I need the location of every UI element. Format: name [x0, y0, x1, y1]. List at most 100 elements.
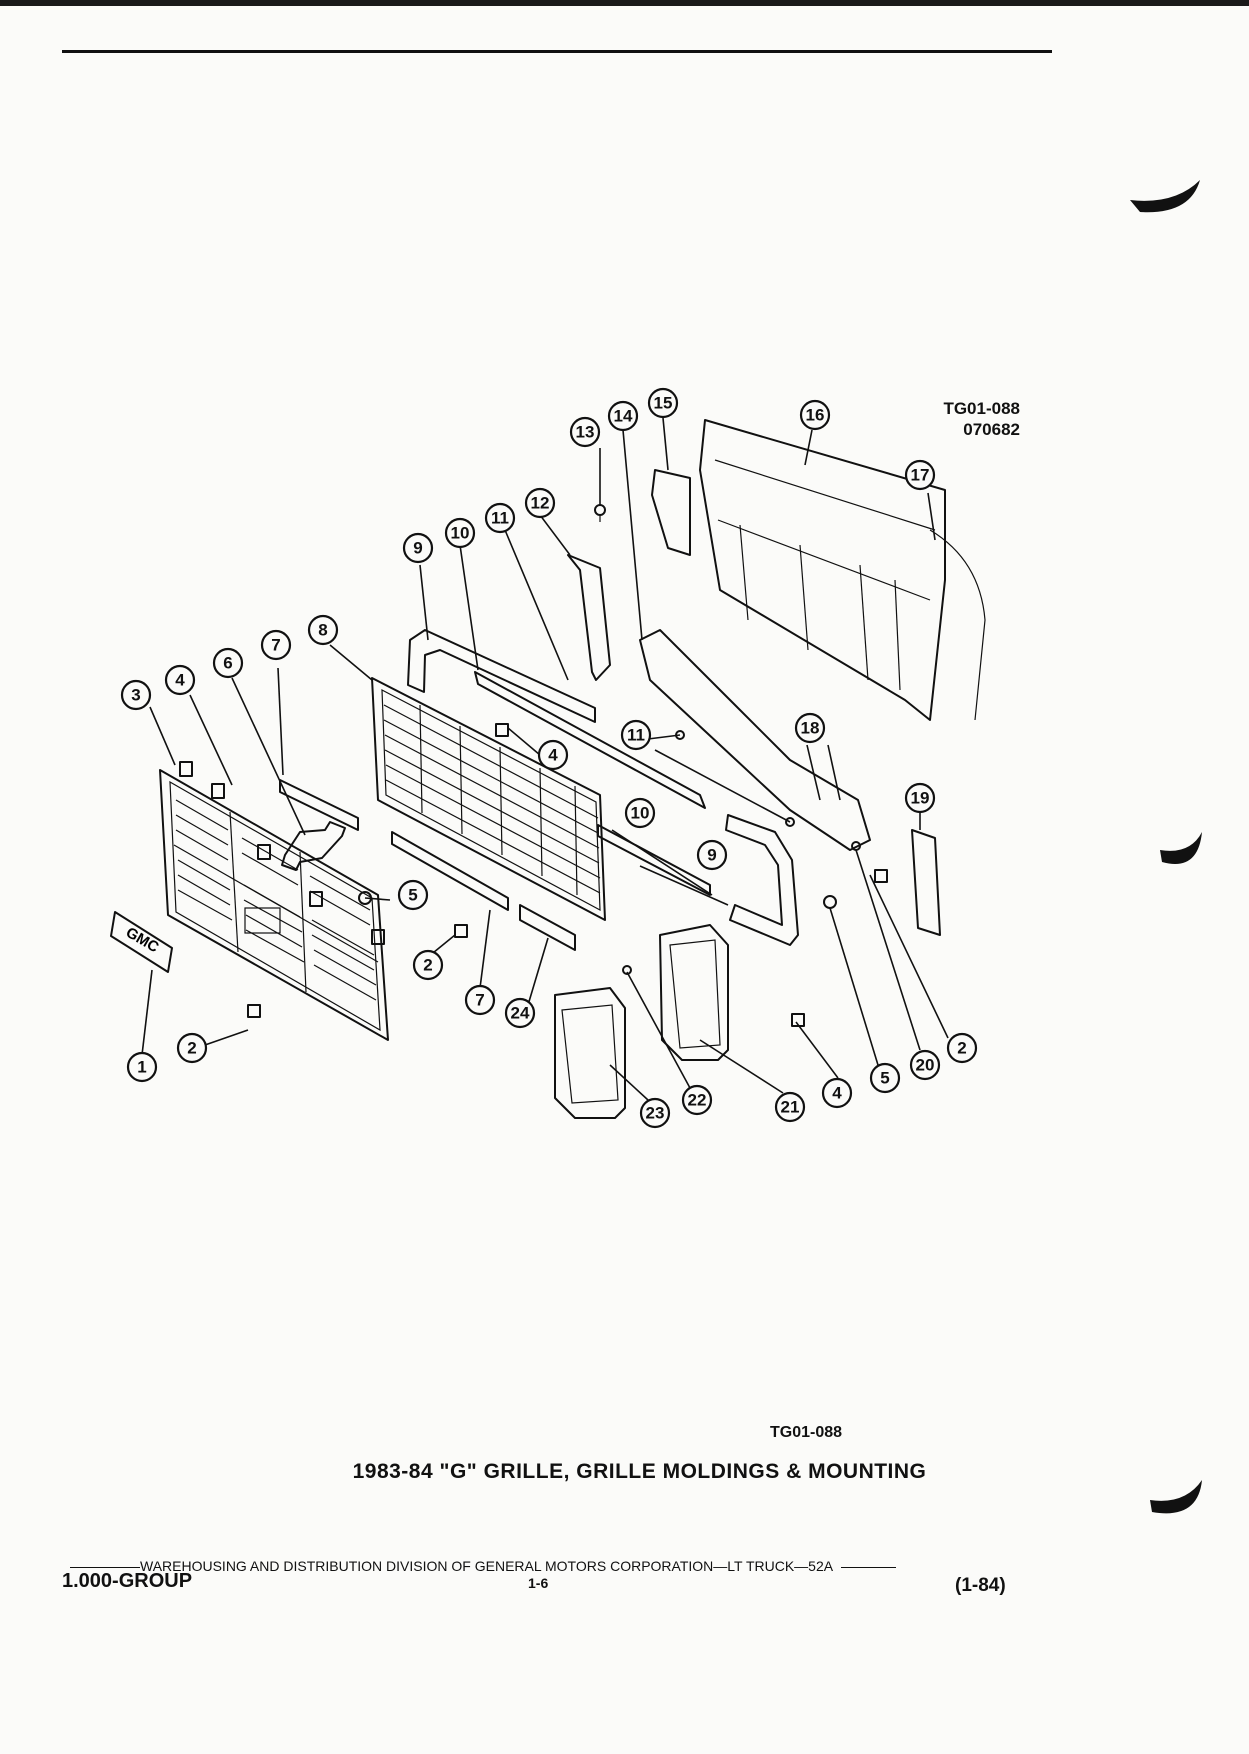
- page-top-border: [0, 0, 1249, 6]
- callout-14: 14: [607, 400, 639, 432]
- screw-22: [622, 965, 632, 975]
- svg-text:20: 20: [916, 1056, 935, 1075]
- nut-4-mid: [495, 723, 509, 737]
- svg-text:2: 2: [957, 1039, 966, 1058]
- callout-8: 8: [307, 614, 339, 646]
- figure-code: TG01-088: [943, 399, 1020, 418]
- callout-10: 10: [444, 517, 476, 549]
- callout-4: 4: [537, 739, 569, 771]
- clip-2-lower: [247, 1004, 261, 1018]
- headlamp-mounting-bracket: [554, 987, 626, 1119]
- figure-caption: 1983-84 "G" GRILLE, GRILLE MOLDINGS & MO…: [352, 1460, 927, 1483]
- svg-text:18: 18: [801, 719, 820, 738]
- callout-21: 21: [774, 1091, 806, 1123]
- bowtie-emblem: [281, 821, 346, 871]
- svg-text:12: 12: [531, 494, 550, 513]
- callout-18: 18: [794, 712, 826, 744]
- callout-9: 9: [696, 839, 728, 871]
- svg-text:4: 4: [175, 671, 185, 690]
- upper-filler-strip: [474, 671, 706, 809]
- callout-2: 2: [946, 1032, 978, 1064]
- svg-text:7: 7: [271, 636, 280, 655]
- clip-2-mid: [454, 924, 468, 938]
- svg-text:17: 17: [911, 466, 930, 485]
- grille-insert: [371, 677, 606, 921]
- callout-11: 11: [484, 502, 516, 534]
- center-bracket: [567, 554, 611, 681]
- footer-date-code: (1-84): [955, 1575, 1006, 1596]
- svg-text:14: 14: [614, 407, 633, 426]
- callout-1: 1: [126, 1051, 158, 1083]
- callout-16: 16: [799, 399, 831, 431]
- callout-22: 22: [681, 1084, 713, 1116]
- figure-code-bottom: TG01-088: [770, 1424, 843, 1441]
- callout-15: 15: [647, 387, 679, 419]
- radiator-support: [699, 419, 986, 721]
- svg-text:19: 19: [911, 789, 930, 808]
- svg-text:13: 13: [576, 423, 595, 442]
- header-rule: [62, 50, 1052, 53]
- callout-23: 23: [639, 1097, 671, 1129]
- footer-dash-right: [841, 1566, 897, 1568]
- callout-3: 3: [120, 679, 152, 711]
- radiator-support-filler: [639, 629, 871, 851]
- footer-dash-left: [70, 1566, 140, 1568]
- callout-5: 5: [869, 1062, 901, 1094]
- upper-molding: [279, 779, 359, 831]
- lower-filler-strip: [597, 824, 711, 896]
- svg-text:4: 4: [832, 1084, 842, 1103]
- callout-17: 17: [904, 459, 936, 491]
- svg-text:16: 16: [806, 406, 825, 425]
- callout-4: 4: [164, 664, 196, 696]
- lower-trim-strip: [519, 904, 576, 951]
- footer-publisher-text: WAREHOUSING AND DISTRIBUTION DIVISION OF…: [140, 1558, 834, 1574]
- callout-5: 5: [397, 879, 429, 911]
- gmc-emblem: GMC: [110, 911, 173, 973]
- lower-bezel-frame: [725, 814, 799, 946]
- figure-code-block: TG01-088 070682: [930, 398, 1020, 440]
- svg-text:9: 9: [707, 846, 716, 865]
- upper-bezel-frame: [407, 629, 596, 723]
- svg-text:5: 5: [408, 886, 417, 905]
- footer-page-number: 1-6: [528, 1575, 549, 1591]
- callout-2: 2: [176, 1032, 208, 1064]
- nut-5-right: [823, 895, 837, 909]
- callout-11: 11: [620, 719, 652, 751]
- callout-12: 12: [524, 487, 556, 519]
- svg-text:11: 11: [491, 509, 509, 528]
- figure-date-code: 070682: [963, 420, 1020, 439]
- grille-assembly: [159, 761, 389, 1041]
- svg-text:1: 1: [137, 1058, 146, 1077]
- clip-2-right: [874, 869, 888, 883]
- callout-2: 2: [412, 949, 444, 981]
- svg-text:21: 21: [781, 1098, 800, 1117]
- footer-publisher-line: WAREHOUSING AND DISTRIBUTION DIVISION OF…: [70, 1558, 1020, 1574]
- side-marker-lamp: [911, 829, 941, 936]
- footer-group-number: 1.000-GROUP: [62, 1570, 193, 1592]
- svg-text:10: 10: [451, 524, 470, 543]
- callout-19: 19: [904, 782, 936, 814]
- svg-text:23: 23: [646, 1104, 665, 1123]
- lower-molding: [391, 831, 509, 911]
- svg-text:8: 8: [318, 621, 327, 640]
- svg-text:15: 15: [654, 394, 673, 413]
- binder-hook-middle: [1160, 832, 1202, 864]
- callout-24: 24: [504, 997, 536, 1029]
- svg-text:2: 2: [423, 956, 432, 975]
- callout-4: 4: [821, 1077, 853, 1109]
- svg-text:22: 22: [688, 1091, 707, 1110]
- callout-7: 7: [464, 984, 496, 1016]
- svg-text:10: 10: [631, 804, 650, 823]
- svg-text:9: 9: [413, 539, 422, 558]
- callout-20: 20: [909, 1049, 941, 1081]
- leader-lines: [141, 417, 949, 1101]
- svg-text:2: 2: [187, 1039, 196, 1058]
- svg-text:7: 7: [475, 991, 484, 1010]
- callout-7: 7: [260, 629, 292, 661]
- svg-text:24: 24: [511, 1004, 530, 1023]
- svg-text:6: 6: [223, 654, 232, 673]
- screw-11-lower: [785, 817, 795, 827]
- svg-text:3: 3: [131, 686, 140, 705]
- binder-hook-bottom: [1150, 1480, 1202, 1514]
- svg-text:4: 4: [548, 746, 558, 765]
